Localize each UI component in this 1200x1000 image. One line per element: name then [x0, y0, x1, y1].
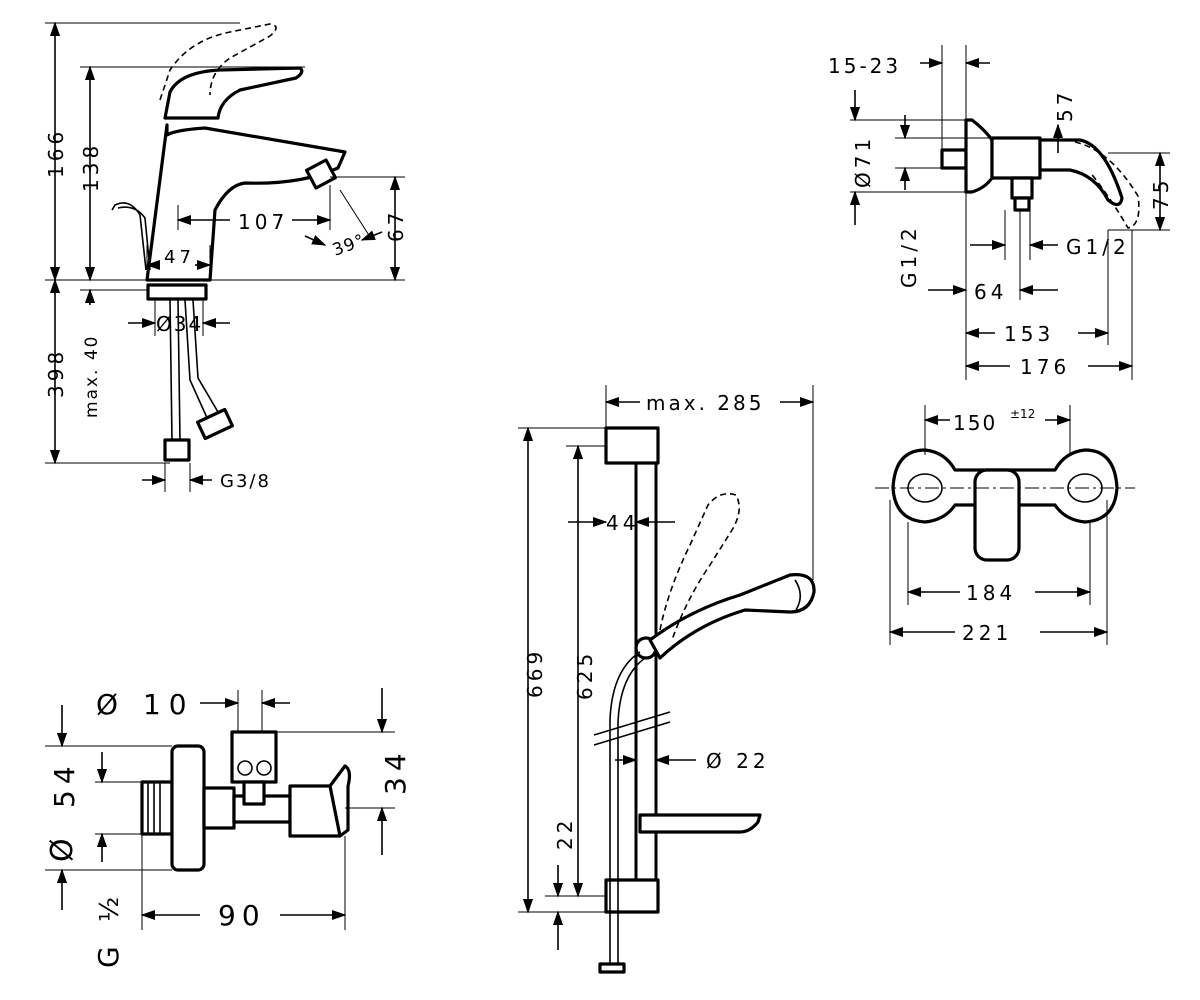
shower-rail-drawing: max. 285 44 669 625 Ø 22 22	[518, 385, 816, 974]
basin-mixer-drawing: 166 138 107 67 39° 47 Ø34 398 max	[44, 21, 408, 492]
dim-67-label: 67	[384, 209, 408, 242]
dim-54-label: 54	[48, 760, 81, 808]
basin-mixer-hose-connector-left	[163, 438, 191, 462]
dia-10-label: Ø 10	[96, 688, 195, 721]
shower-rail-soap-dish	[638, 813, 762, 834]
hand-shower	[648, 573, 816, 660]
basin-mixer-aerator	[304, 158, 338, 190]
dia-symbol-label: Ø	[45, 834, 80, 862]
thread-right-label: G1/2	[1066, 235, 1130, 259]
angle-valve-body	[202, 786, 236, 830]
dim-669-label: 669	[523, 648, 547, 698]
thread-left-label: G1/2	[897, 224, 921, 288]
angle-valve-rosette	[170, 744, 206, 872]
shower-mixer-body	[990, 136, 1042, 180]
shower-mixer-lever	[1038, 138, 1124, 207]
angle-39-label: 39°	[330, 231, 368, 261]
basin-mixer-hoses	[169, 299, 219, 441]
dim-107-label: 107	[238, 210, 288, 234]
tol-12-label: ±12	[1010, 407, 1035, 421]
dim-15-23-label: 15-23	[828, 54, 901, 78]
dim-44-label: 44	[606, 511, 639, 535]
dim-34-label: 34	[379, 747, 412, 795]
shower-hose	[609, 651, 646, 970]
dim-150-label: 150	[953, 411, 997, 435]
dim-138-label: 138	[79, 142, 103, 192]
shower-mixer-front-drawing: 150 ±12 184 221	[875, 405, 1135, 645]
basin-mixer-popup-rod	[111, 202, 151, 271]
basin-mixer-lever-open-outline	[159, 23, 277, 101]
basin-mixer-base	[146, 283, 208, 301]
dim-22-label: 22	[553, 817, 577, 850]
dim-166-label: 166	[44, 128, 68, 178]
dim-75-label: 75	[1149, 177, 1173, 210]
angle-valve-drawing: Ø 10 34 54 Ø 90 G ½	[45, 688, 412, 968]
max-40-label: max. 40	[82, 335, 102, 418]
dia-34-label: Ø34	[156, 312, 203, 336]
dim-221-label: 221	[962, 621, 1012, 645]
shower-rail-bottom-bracket	[604, 878, 660, 914]
basin-mixer-hose-connector-right	[196, 407, 234, 441]
dim-57-label: 57	[1053, 89, 1077, 122]
shower-mixer-side-drawing: 15-23 57 Ø71 75 G1/2 G1/2 64 153 176	[828, 45, 1173, 380]
hand-shower-alt-position	[659, 492, 740, 641]
thread-g38-label: G3/8	[220, 471, 271, 492]
shower-mixer-front-lever	[973, 468, 1021, 562]
max-285-label: max. 285	[646, 391, 764, 415]
dia-71-label: Ø71	[851, 135, 875, 188]
shower-rail-top-bracket	[604, 426, 660, 465]
dim-47-label: 47	[164, 247, 195, 268]
shower-mixer-lever-open-outline	[1074, 141, 1140, 229]
dim-64-label: 64	[974, 280, 1007, 304]
dim-176-label: 176	[1020, 355, 1070, 379]
basin-mixer-lever	[163, 66, 304, 120]
dia-22-label: Ø 22	[706, 749, 770, 773]
g-label: G	[92, 942, 125, 968]
half-label: ½	[95, 893, 125, 922]
basin-mixer-body	[145, 123, 347, 282]
angle-valve-inlet-thread	[140, 780, 174, 836]
shower-mixer-outlet	[1010, 176, 1034, 200]
shower-mixer-outlet-nut	[1013, 196, 1031, 212]
angle-valve-outlet	[230, 730, 278, 784]
shower-mixer-pipe-stub	[940, 148, 968, 170]
dim-153-label: 153	[1004, 322, 1054, 346]
dim-625-label: 625	[573, 650, 597, 700]
shower-mixer-wall-flange	[964, 118, 994, 194]
dim-398-label: 398	[44, 348, 68, 398]
dim-184-label: 184	[966, 581, 1016, 605]
dim-90-label: 90	[218, 899, 266, 932]
